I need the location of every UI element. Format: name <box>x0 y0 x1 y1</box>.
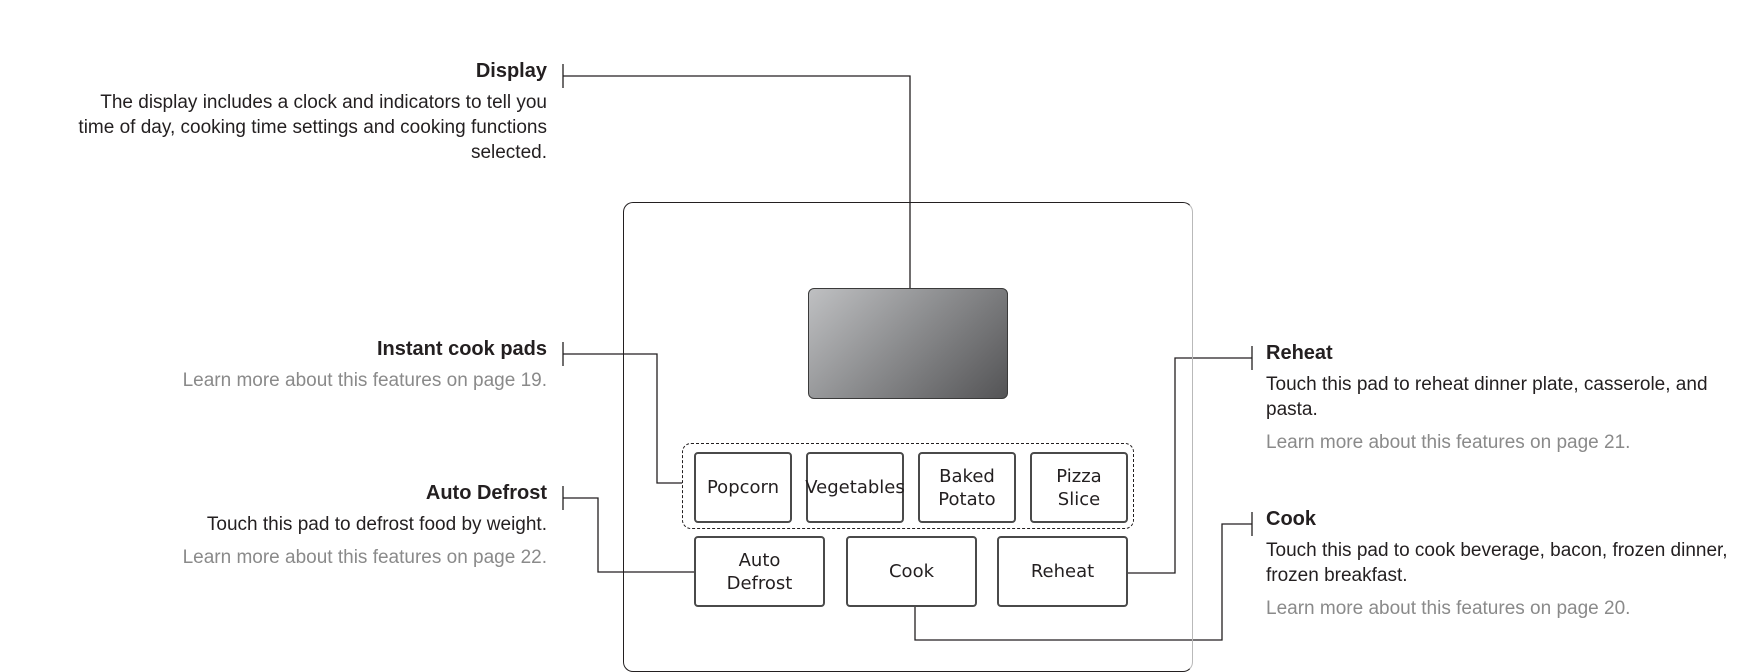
cook-connector-path <box>914 523 1252 641</box>
reheat-pad[interactable]: Reheat <box>997 536 1128 607</box>
reheat-callout-page-ref: Learn more about this features on page 2… <box>1266 432 1631 453</box>
display-callout: Display The display includes a clock and… <box>40 58 547 173</box>
reheat-callout-title: Reheat <box>1266 342 1333 364</box>
auto-defrost-callout: Auto Defrost Touch this pad to defrost f… <box>40 480 547 570</box>
auto-defrost-callout-title: Auto Defrost <box>425 482 547 504</box>
cook-callout-page-ref: Learn more about this features on page 2… <box>1266 598 1631 619</box>
reheat-callout: Reheat Touch this pad to reheat dinner p… <box>1266 340 1761 455</box>
baked-potato-pad[interactable]: Baked Potato <box>918 452 1016 523</box>
instant-cook-callout-title: Instant cook pads <box>376 338 547 360</box>
display-screen <box>808 288 1008 399</box>
reheat-callout-description: Touch this pad to reheat dinner plate, c… <box>1266 374 1708 420</box>
cook-callout: Cook Touch this pad to cook beverage, ba… <box>1266 506 1761 621</box>
cook-pad[interactable]: Cook <box>846 536 977 607</box>
reheat-connector-path <box>1103 357 1252 574</box>
cook-callout-description: Touch this pad to cook beverage, bacon, … <box>1266 540 1728 586</box>
auto-defrost-callout-page-ref: Learn more about this features on page 2… <box>182 547 547 568</box>
display-callout-description: The display includes a clock and indicat… <box>78 92 547 163</box>
display-connector-path <box>563 75 911 326</box>
display-callout-title: Display <box>475 60 547 82</box>
instant-cook-pads-group <box>682 443 1134 529</box>
auto-defrost-callout-description: Touch this pad to defrost food by weight… <box>206 514 547 535</box>
defrost-connector-path <box>563 497 694 573</box>
vegetables-pad[interactable]: Vegetables <box>805 452 905 523</box>
instant-cook-callout: Instant cook pads Learn more about this … <box>40 336 547 393</box>
cook-callout-title: Cook <box>1266 508 1316 530</box>
instant-connector-path <box>563 353 682 484</box>
instant-cook-callout-page-ref: Learn more about this features on page 1… <box>182 370 547 391</box>
pizza-slice-pad[interactable]: Pizza Slice <box>1030 452 1128 523</box>
auto-defrost-pad[interactable]: Auto Defrost <box>694 536 825 607</box>
popcorn-pad[interactable]: Popcorn <box>694 452 792 523</box>
